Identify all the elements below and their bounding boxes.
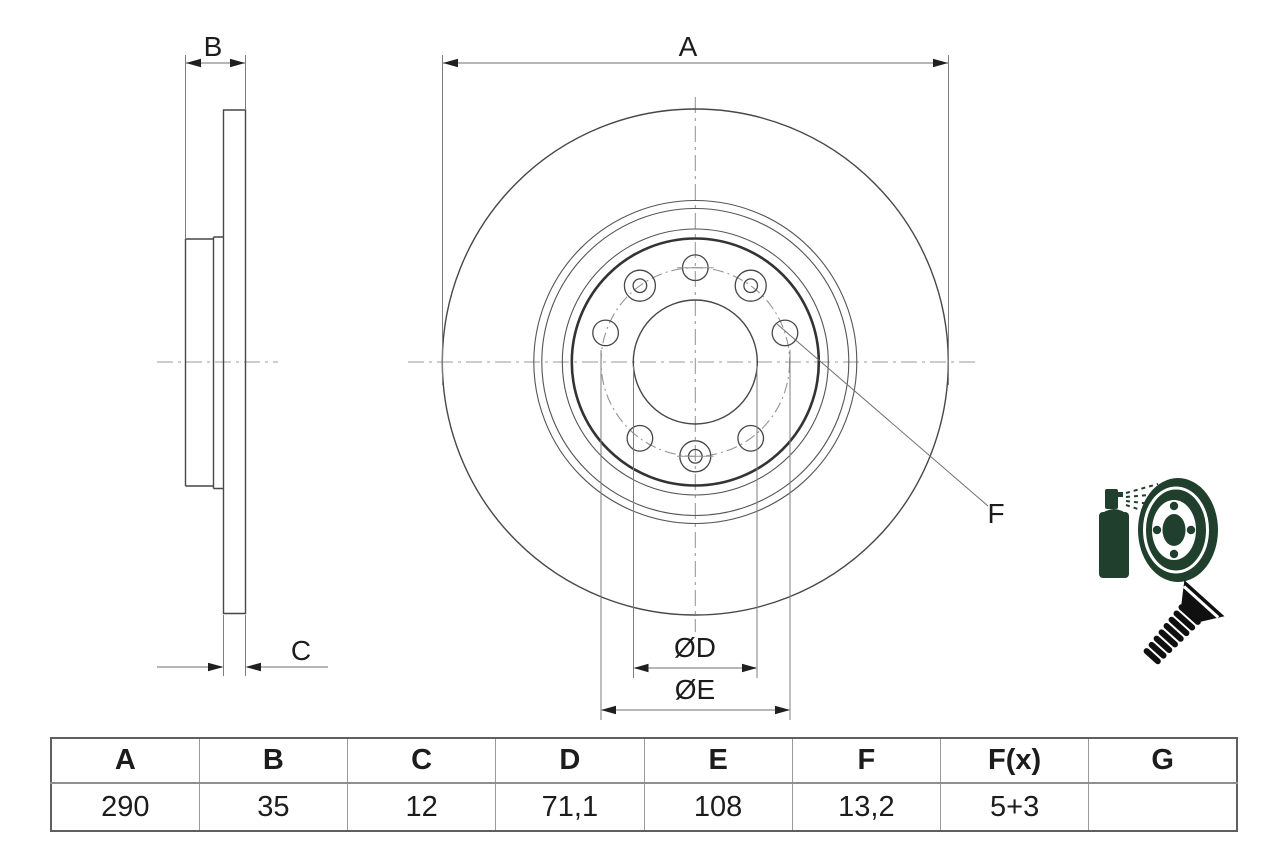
screw-hole-inner bbox=[743, 278, 759, 294]
friction-edge-circle-2 bbox=[541, 207, 850, 517]
spec-header-cell: D bbox=[495, 737, 645, 784]
spec-value-cell: 290 bbox=[50, 782, 200, 832]
spec-value-cell: 108 bbox=[643, 782, 793, 832]
side-view bbox=[184, 109, 247, 615]
bolt-hole bbox=[771, 319, 799, 347]
screw-hole-outer bbox=[734, 269, 767, 302]
screw-hole-inner bbox=[632, 278, 648, 294]
plate-outline bbox=[222, 109, 247, 615]
friction-edge-circle-1 bbox=[533, 199, 858, 525]
arrowhead bbox=[775, 705, 790, 715]
arrowhead bbox=[443, 58, 458, 68]
spec-value-cell: 12 bbox=[346, 782, 497, 832]
spec-value-cell: 71,1 bbox=[495, 782, 645, 832]
arrowhead bbox=[230, 58, 245, 68]
dimension-e: ØE bbox=[600, 350, 791, 720]
coated-disc-pictogram bbox=[1099, 478, 1218, 582]
spec-header-cell: E bbox=[643, 737, 793, 784]
dimension-d: ØD bbox=[633, 366, 758, 678]
bolt-hole bbox=[626, 424, 654, 452]
dimension-c-label: C bbox=[291, 635, 311, 666]
dimension-table: A B C D E F F(x) G 290 35 12 71,1 108 13… bbox=[50, 737, 1238, 832]
spec-header-cell: A bbox=[50, 737, 200, 784]
arrowhead bbox=[742, 663, 757, 673]
dimension-f-label: F bbox=[987, 498, 1004, 529]
center-bore-circle bbox=[632, 299, 758, 425]
brake-disc-icon bbox=[1138, 478, 1218, 582]
arrowhead bbox=[208, 662, 224, 672]
dimension-a: A bbox=[442, 31, 949, 385]
table-value-row: 290 35 12 71,1 108 13,2 5+3 bbox=[50, 782, 1238, 832]
hat-outer-circle bbox=[570, 237, 821, 487]
spec-header-cell: G bbox=[1088, 737, 1238, 784]
arrowhead bbox=[601, 705, 616, 715]
arrowhead bbox=[633, 663, 649, 673]
arrowhead bbox=[186, 58, 201, 68]
spec-value-cell bbox=[1088, 782, 1238, 832]
table-header-row: A B C D E F F(x) G bbox=[50, 737, 1238, 784]
hat-outline bbox=[184, 236, 224, 490]
spec-header-cell: C bbox=[346, 737, 497, 784]
bolt-hole bbox=[737, 424, 765, 452]
dimension-d-label: ØD bbox=[674, 632, 716, 663]
spec-value-cell: 13,2 bbox=[791, 782, 942, 832]
arrowhead bbox=[245, 662, 261, 672]
countersunk-screw-icon bbox=[1143, 580, 1225, 665]
leader-f: F bbox=[776, 323, 1005, 529]
brake-disc-drawing: B A C ØD ØE F bbox=[157, 31, 1225, 720]
dimension-b-label: B bbox=[204, 31, 223, 62]
spec-value-cell: 35 bbox=[198, 782, 349, 832]
screw-hole-outer bbox=[623, 269, 657, 302]
dimension-b: B bbox=[185, 31, 246, 239]
spec-header-cell: B bbox=[198, 737, 349, 784]
spec-header-cell: F bbox=[791, 737, 942, 784]
hat-step-circle bbox=[561, 228, 829, 496]
bolt-hole bbox=[592, 319, 620, 347]
spec-value-cell: 5+3 bbox=[939, 782, 1090, 832]
centerlines bbox=[157, 97, 978, 632]
hole-center-ticks bbox=[677, 267, 714, 457]
arrowhead bbox=[933, 58, 948, 68]
dimension-e-label: ØE bbox=[675, 674, 715, 705]
dimension-a-label: A bbox=[679, 31, 698, 62]
dimension-c: C bbox=[157, 615, 328, 676]
spec-header-cell: F(x) bbox=[939, 737, 1090, 784]
